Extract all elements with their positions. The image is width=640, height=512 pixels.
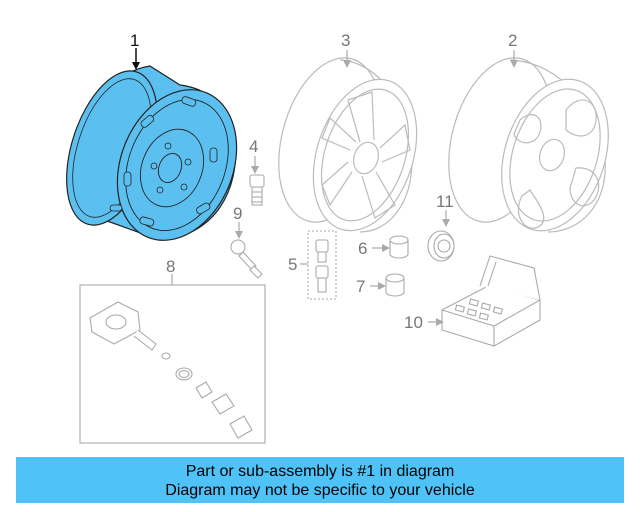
cap-part-6[interactable] (389, 235, 409, 259)
leader-7-arrow (378, 282, 386, 290)
center-cap-part-11[interactable] (427, 230, 455, 262)
callout-3: 3 (341, 31, 350, 50)
callout-1: 1 (130, 31, 139, 50)
socket-kit-part-10[interactable] (441, 255, 541, 347)
callout-8: 8 (166, 257, 175, 276)
leader-2-arrow (510, 60, 518, 68)
tpms-sensor-kit-part-8[interactable] (79, 284, 266, 444)
leader-3-arrow (343, 60, 351, 68)
info-banner: Part or sub-assembly is #1 in diagram Di… (16, 457, 624, 503)
valve-stem-part-9[interactable] (230, 239, 263, 279)
alloy-wheel-part-2[interactable] (432, 46, 627, 244)
callout-7: 7 (356, 277, 365, 296)
leader-4-arrow (251, 166, 259, 174)
callout-9: 9 (233, 204, 242, 223)
callout-6: 6 (358, 239, 367, 258)
cap-part-7[interactable] (385, 273, 405, 297)
alloy-wheel-part-3[interactable] (262, 46, 435, 244)
leader-6-arrow (382, 244, 390, 252)
parts-diagram: 1 3 2 4 (49, 31, 627, 444)
callout-10: 10 (404, 313, 423, 332)
callout-11: 11 (436, 192, 454, 211)
leader-11-arrow (442, 219, 450, 227)
banner-line-1: Part or sub-assembly is #1 in diagram (185, 463, 455, 480)
leader-9-arrow (235, 231, 243, 239)
callout-4: 4 (249, 137, 258, 156)
callout-2: 2 (508, 31, 517, 50)
banner-line-2: Diagram may not be specific to your vehi… (165, 482, 475, 499)
lug-bolt-part-4[interactable] (249, 174, 265, 206)
leader-10-arrow (436, 318, 444, 326)
steel-wheel-part-1[interactable] (49, 60, 258, 259)
nut-bolt-part-5[interactable] (307, 230, 337, 300)
callout-5: 5 (288, 255, 297, 274)
leader-1-arrow (132, 62, 140, 70)
